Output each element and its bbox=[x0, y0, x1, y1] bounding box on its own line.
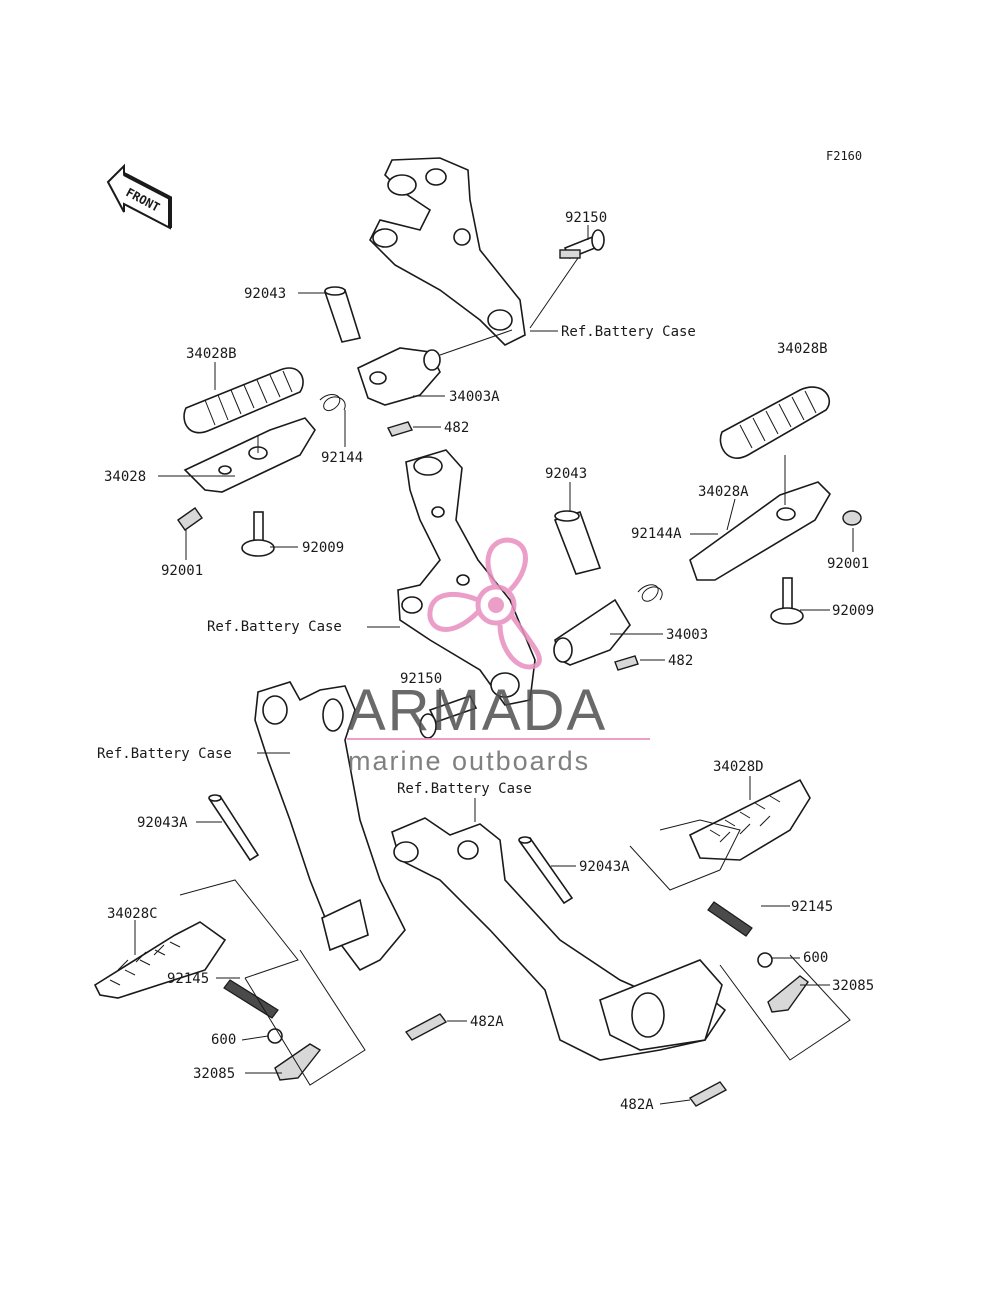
spring-92144A bbox=[637, 584, 663, 602]
pin-92043-mid bbox=[553, 510, 602, 575]
footpeg-34028C bbox=[93, 921, 227, 999]
label-92043A-left: 92043A bbox=[137, 815, 188, 831]
bolt-92001-left bbox=[177, 507, 203, 531]
footpeg-rubber-34028B-right bbox=[719, 386, 831, 459]
watermark-title: ARMADA bbox=[347, 678, 607, 743]
label-32085-left: 32085 bbox=[193, 1066, 235, 1082]
pin-92043A-left bbox=[208, 794, 260, 862]
upper-bracket bbox=[369, 157, 526, 346]
label-600-left: 600 bbox=[211, 1032, 236, 1048]
watermark-subtitle: marine outboards bbox=[348, 746, 590, 776]
label-34028: 34028 bbox=[104, 469, 146, 485]
propeller-logo-icon bbox=[427, 537, 542, 670]
label-34028D: 34028D bbox=[713, 759, 764, 775]
label-34003: 34003 bbox=[666, 627, 708, 643]
bolt-92150-mid bbox=[419, 695, 478, 739]
label-92144A: 92144A bbox=[631, 526, 682, 542]
bolt-92001-right bbox=[842, 510, 862, 526]
ball-600-right bbox=[757, 952, 773, 968]
clip-482A-left bbox=[404, 1013, 448, 1041]
clip-482A-bottom bbox=[688, 1081, 728, 1107]
leader-lines bbox=[134, 225, 854, 1105]
label-600-right: 600 bbox=[803, 950, 828, 966]
central-bracket bbox=[397, 449, 536, 706]
label-92145-right: 92145 bbox=[791, 899, 833, 915]
label-34028C: 34028C bbox=[107, 906, 158, 922]
spring-92144 bbox=[319, 394, 346, 412]
label-92043A-right: 92043A bbox=[579, 859, 630, 875]
front-arrow-icon: FRONT bbox=[106, 163, 172, 230]
holder-34003 bbox=[553, 598, 631, 666]
label-34028B-left: 34028B bbox=[186, 346, 237, 362]
label-92043-mid: 92043 bbox=[545, 466, 587, 482]
label-92001-right: 92001 bbox=[827, 556, 869, 572]
clip-482-mid bbox=[614, 655, 639, 671]
label-482-mid: 482 bbox=[668, 653, 693, 669]
label-92145-left: 92145 bbox=[167, 971, 209, 987]
label-34028A: 34028A bbox=[698, 484, 749, 500]
label-92043-top: 92043 bbox=[244, 286, 286, 302]
label-92144: 92144 bbox=[321, 450, 363, 466]
lower-right-bracket bbox=[391, 817, 727, 1061]
label-92150-mid: 92150 bbox=[400, 671, 442, 687]
bolt-92009-right bbox=[770, 577, 804, 625]
footpeg-rubber-34028B-left bbox=[183, 367, 304, 434]
bolt-92150-top bbox=[559, 229, 605, 260]
plate-32085-left bbox=[274, 1043, 322, 1081]
label-92001-left: 92001 bbox=[161, 563, 203, 579]
footpeg-34028D bbox=[688, 778, 811, 861]
label-ref-battery-case-4: Ref.Battery Case bbox=[397, 781, 532, 797]
pin-92043-top bbox=[323, 286, 362, 343]
label-482A-bottom: 482A bbox=[620, 1097, 654, 1113]
label-92009-right: 92009 bbox=[832, 603, 874, 619]
label-482A-left: 482A bbox=[470, 1014, 504, 1030]
label-482-top: 482 bbox=[444, 420, 469, 436]
label-ref-battery-case-1: Ref.Battery Case bbox=[561, 324, 696, 340]
clip-482-top bbox=[387, 421, 413, 437]
plate-32085-right bbox=[767, 975, 809, 1013]
label-32085-right: 32085 bbox=[832, 978, 874, 994]
spring-92145-left bbox=[223, 979, 279, 1019]
pin-92043A-right bbox=[518, 836, 574, 905]
spring-92145-right bbox=[707, 901, 753, 937]
label-34028B-right: 34028B bbox=[777, 341, 828, 357]
figure-code: F2160 bbox=[826, 149, 862, 163]
lower-left-bracket bbox=[254, 681, 406, 972]
label-92150-top: 92150 bbox=[565, 210, 607, 226]
label-92009-left: 92009 bbox=[302, 540, 344, 556]
footpeg-34028A bbox=[689, 481, 831, 581]
label-34003A: 34003A bbox=[449, 389, 500, 405]
label-ref-battery-case-3: Ref.Battery Case bbox=[97, 746, 232, 762]
holder-34003A bbox=[357, 347, 441, 406]
label-ref-battery-case-2: Ref.Battery Case bbox=[207, 619, 342, 635]
armada-watermark: ARMADA marine outboards bbox=[347, 537, 650, 776]
bolt-92009-left bbox=[241, 511, 275, 557]
